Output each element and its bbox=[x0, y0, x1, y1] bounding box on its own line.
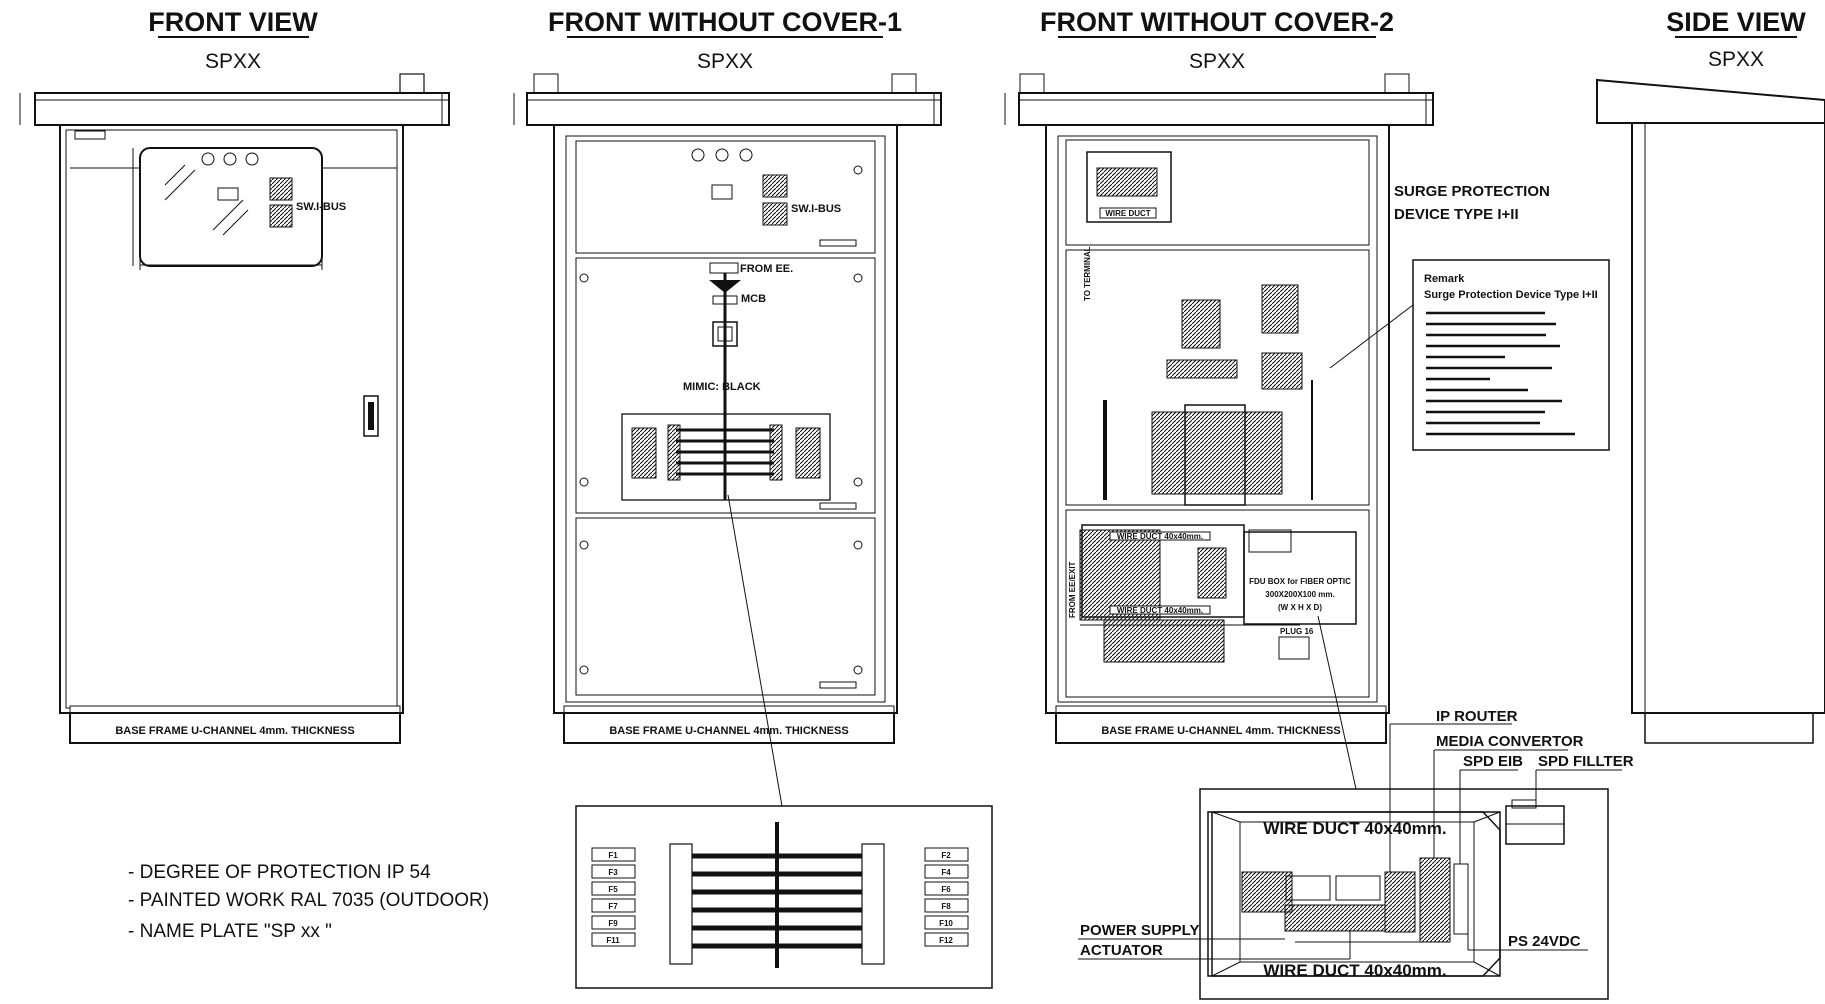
remark-box: Remark Surge Protection Device Type I+II bbox=[1412, 259, 1610, 451]
svg-text:SPXX: SPXX bbox=[1189, 50, 1245, 73]
svg-text:Remark: Remark bbox=[1424, 273, 1465, 285]
svg-text:Surge Protection Device Type I: Surge Protection Device Type I+II bbox=[1424, 289, 1598, 301]
actuator-label: ACTUATOR bbox=[1080, 942, 1163, 959]
from-ee-vertical: FROM EE/EXIT bbox=[1068, 561, 1077, 618]
spd-filter-unit bbox=[1505, 805, 1565, 845]
svg-text:SPXX: SPXX bbox=[1708, 48, 1764, 71]
plug-label: PLUG 16 bbox=[1280, 627, 1314, 636]
svg-text:SPXX: SPXX bbox=[697, 50, 753, 73]
fuse-label: F8 bbox=[941, 902, 951, 911]
note-line: - PAINTED WORK RAL 7035 (OUTDOOR) bbox=[128, 890, 489, 911]
spd-eib-label: SPD EIB bbox=[1463, 753, 1523, 770]
from-ee-label: FROM EE. bbox=[740, 263, 793, 275]
eib-detail: WIRE DUCT 40x40mm. WIRE DUCT 40x40mm. bbox=[1199, 788, 1609, 1000]
mcb-label: MCB bbox=[741, 293, 766, 305]
swi-bus-label: SW.I-BUS bbox=[296, 201, 346, 213]
svg-text:FRONT WITHOUT COVER-2: FRONT WITHOUT COVER-2 bbox=[1040, 7, 1394, 37]
svg-text:SPXX: SPXX bbox=[205, 50, 261, 73]
to-terminal-label: TO TERMINAL bbox=[1083, 246, 1092, 301]
fuse-label: F1 bbox=[608, 851, 618, 860]
fuse-column-left: F1 F3 F5 F7 F9 F11 bbox=[591, 847, 636, 947]
fuse-label: F7 bbox=[608, 902, 618, 911]
mimic-busbars bbox=[676, 428, 774, 476]
power-supply-label: POWER SUPPLY bbox=[1080, 922, 1199, 939]
title-front-without-cover-1: FRONT WITHOUT COVER-1 SPXX bbox=[548, 7, 902, 73]
fdu-box-label: FDU BOX for FIBER OPTIC bbox=[1249, 577, 1351, 586]
detail-leader-line bbox=[1317, 615, 1357, 790]
wire-duct-top-label: WIRE DUCT 40x40mm. bbox=[1263, 819, 1446, 838]
fuse-label: F4 bbox=[941, 868, 951, 877]
svg-text:SURGE PROTECTION: SURGE PROTECTION bbox=[1394, 183, 1550, 200]
base-frame-label: BASE FRAME U-CHANNEL 4mm. THICKNESS bbox=[115, 725, 354, 737]
ip-router-label: IP ROUTER bbox=[1436, 708, 1518, 725]
side-view-cabinet bbox=[1596, 78, 1825, 744]
busbar-detail: F1 F3 F5 F7 F9 F11 F2 F4 F6 F8 F10 F12 bbox=[575, 805, 993, 989]
fuse-label: F6 bbox=[941, 885, 951, 894]
surge-protection-annotation: SURGE PROTECTION DEVICE TYPE I+II bbox=[1329, 183, 1550, 369]
svg-text:BASE FRAME U-CHANNEL 4mm. THIC: BASE FRAME U-CHANNEL 4mm. THICKNESS bbox=[609, 725, 848, 737]
fuse-column-right: F2 F4 F6 F8 F10 F12 bbox=[924, 847, 969, 947]
title-front-without-cover-2: FRONT WITHOUT COVER-2 SPXX bbox=[1040, 7, 1394, 73]
fdu-box-dims: (W X H X D) bbox=[1278, 603, 1322, 612]
title-front-view: FRONT VIEW SPXX bbox=[148, 7, 318, 73]
wire-duct-label: WIRE DUCT bbox=[1105, 209, 1150, 218]
fuse-label: F10 bbox=[939, 919, 953, 928]
spd-filter-label: SPD FILLTER bbox=[1538, 753, 1634, 770]
cover1-cabinet: BASE FRAME U-CHANNEL 4mm. THICKNESS SW.I… bbox=[513, 73, 942, 807]
wire-duct-label: WIRE DUCT 40x40mm. bbox=[1117, 532, 1203, 541]
fdu-box-size: 300X200X100 mm. bbox=[1265, 590, 1334, 599]
front-view-cabinet: BASE FRAME U-CHANNEL 4mm. THICKNESS SW.I… bbox=[19, 73, 450, 744]
wire-duct-bottom-label: WIRE DUCT 40x40mm. bbox=[1263, 961, 1446, 980]
door-handle bbox=[363, 395, 379, 437]
fuse-label: F12 bbox=[939, 936, 953, 945]
media-convertor-label: MEDIA CONVERTOR bbox=[1436, 733, 1584, 750]
ps-24vdc-label: PS 24VDC bbox=[1508, 933, 1581, 950]
wire-duct-label: WIRE DUCT 40x40mm. bbox=[1117, 606, 1203, 615]
fuse-label: F9 bbox=[608, 919, 618, 928]
fuse-label: F5 bbox=[608, 885, 618, 894]
eib-callouts: IP ROUTER MEDIA CONVERTOR SPD EIB SPD FI… bbox=[1078, 708, 1634, 960]
svg-text:SIDE VIEW: SIDE VIEW bbox=[1666, 7, 1806, 37]
general-notes: - DEGREE OF PROTECTION IP 54 - PAINTED W… bbox=[128, 862, 489, 942]
note-line: - DEGREE OF PROTECTION IP 54 bbox=[128, 862, 431, 883]
svg-text:BASE FRAME U-CHANNEL 4mm. THIC: BASE FRAME U-CHANNEL 4mm. THICKNESS bbox=[1101, 725, 1340, 737]
mimic-label: MIMIC: BLACK bbox=[683, 381, 761, 393]
fuse-label: F3 bbox=[608, 868, 618, 877]
title-side-view: SIDE VIEW SPXX bbox=[1666, 7, 1806, 71]
svg-text:FRONT VIEW: FRONT VIEW bbox=[148, 7, 318, 37]
fuse-label: F2 bbox=[941, 851, 951, 860]
pilot-lamp-group bbox=[201, 152, 259, 166]
svg-text:SW.I-BUS: SW.I-BUS bbox=[791, 203, 841, 215]
cover2-cabinet: BASE FRAME U-CHANNEL 4mm. THICKNESS WIRE… bbox=[1004, 73, 1434, 744]
svg-text:FRONT WITHOUT COVER-1: FRONT WITHOUT COVER-1 bbox=[548, 7, 902, 37]
fuse-label: F11 bbox=[606, 936, 620, 945]
note-line: - NAME PLATE "SP xx " bbox=[128, 921, 332, 942]
svg-text:DEVICE TYPE I+II: DEVICE TYPE I+II bbox=[1394, 206, 1519, 223]
